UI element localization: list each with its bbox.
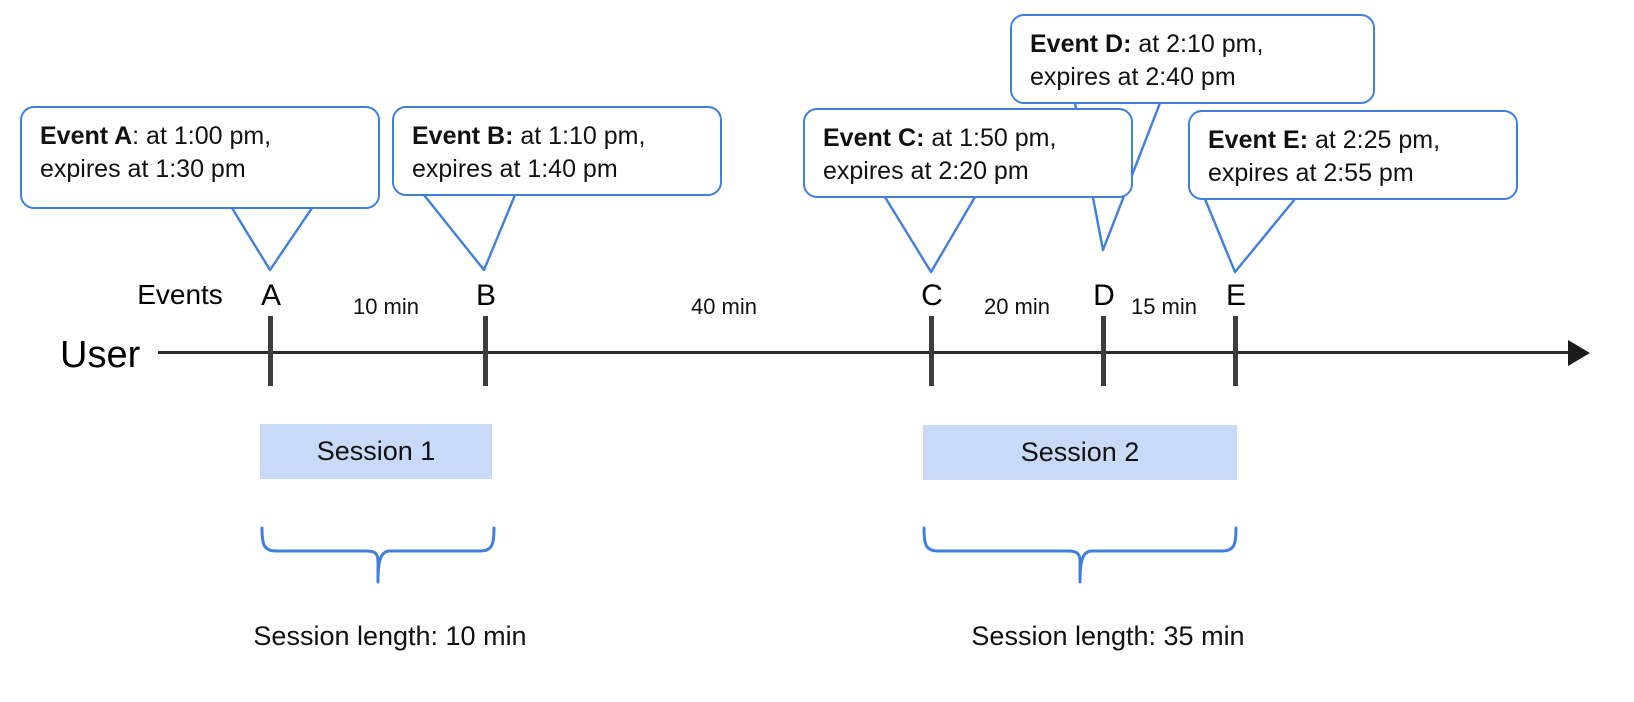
tail-a — [230, 207, 313, 272]
callout-b-line1: Event B: at 1:10 pm, — [412, 122, 646, 150]
callout-event-c: Event C: at 1:50 pm, expires at 2:20 pm — [803, 108, 1133, 198]
interval-label-ab: 10 min — [352, 294, 420, 319]
callout-d-line1: Event D: at 2:10 pm, — [1030, 30, 1264, 58]
tail-e — [1203, 198, 1296, 274]
callout-a-line1: Event A: at 1:00 pm, — [40, 122, 272, 150]
session-1-length-caption: Session length: 10 min — [253, 621, 527, 651]
callout-e-line2: expires at 2:55 pm — [1208, 159, 1414, 187]
brace-session-1 — [260, 526, 496, 584]
tail-c — [883, 196, 977, 274]
event-letter-e: E — [1225, 279, 1247, 312]
callout-event-d: Event D: at 2:10 pm, expires at 2:40 pm — [1010, 14, 1375, 104]
callout-event-a: Event A: at 1:00 pm, expires at 1:30 pm — [20, 106, 380, 209]
callout-e-line1: Event E: at 2:25 pm, — [1208, 126, 1441, 154]
callout-b-line2: expires at 1:40 pm — [412, 155, 618, 183]
callout-c-line1: Event C: at 1:50 pm, — [823, 124, 1057, 152]
session-box-2: Session 2 — [923, 425, 1237, 480]
timeline-arrow-icon — [1568, 340, 1590, 366]
callout-c-line2: expires at 2:20 pm — [823, 157, 1029, 185]
tick-e — [1233, 316, 1238, 386]
callout-event-b: Event B: at 1:10 pm, expires at 1:40 pm — [392, 106, 722, 196]
axis-events-label: Events — [137, 279, 223, 310]
tick-b — [483, 316, 488, 386]
tail-b — [423, 194, 517, 272]
event-letter-b: B — [475, 279, 497, 312]
event-letter-c: C — [921, 279, 943, 312]
callout-event-e: Event E: at 2:25 pm, expires at 2:55 pm — [1188, 110, 1518, 200]
event-letter-d: D — [1093, 279, 1115, 312]
brace-session-2 — [922, 526, 1238, 584]
callout-a-line2: expires at 1:30 pm — [40, 155, 246, 183]
tick-c — [929, 316, 934, 386]
timeline-axis — [158, 351, 1570, 354]
tick-d — [1101, 316, 1106, 386]
callout-d-line2: expires at 2:40 pm — [1030, 63, 1236, 91]
interval-label-cd: 20 min — [983, 294, 1051, 319]
session-2-length-caption: Session length: 35 min — [971, 621, 1245, 651]
interval-label-de: 15 min — [1130, 294, 1198, 319]
tick-a — [268, 316, 273, 386]
interval-label-bc: 40 min — [690, 294, 758, 319]
event-letter-a: A — [260, 279, 282, 312]
session-box-1: Session 1 — [260, 424, 492, 479]
axis-row-label-user: User — [60, 334, 141, 376]
